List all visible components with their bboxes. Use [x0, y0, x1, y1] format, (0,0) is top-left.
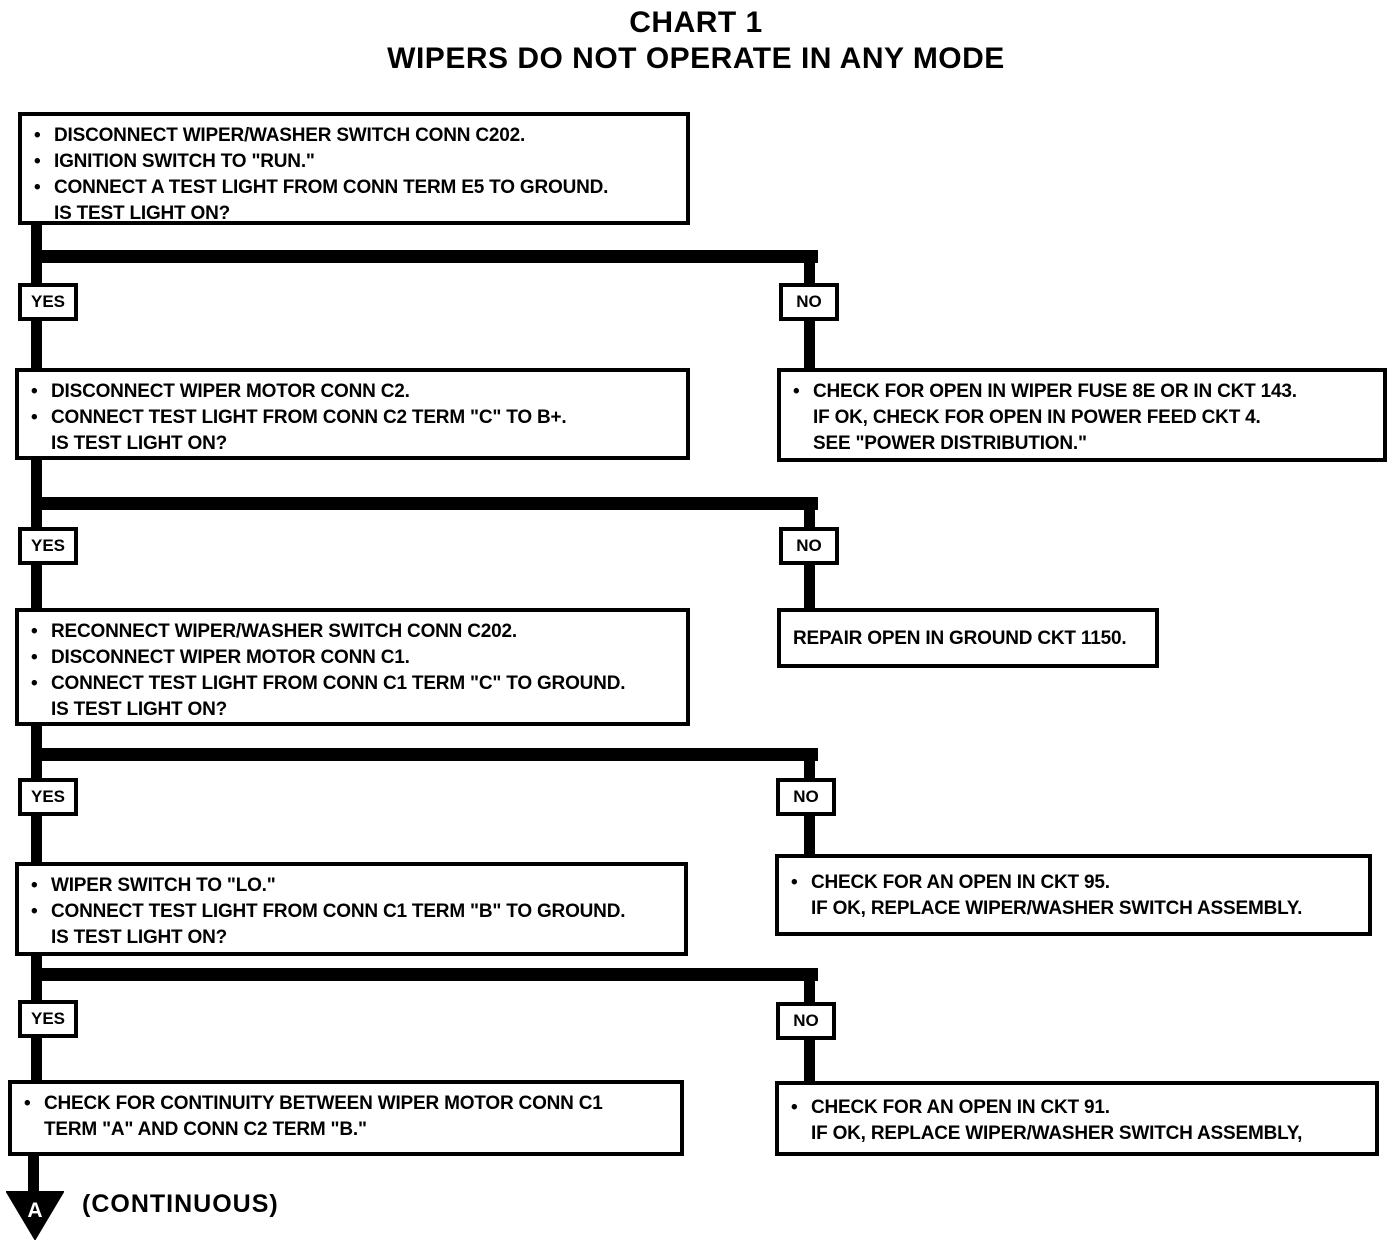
bullet-icon: •: [791, 1097, 798, 1118]
box-text-line: •IGNITION SWITCH TO "RUN.": [34, 149, 678, 175]
continuous-caption: (CONTINUOUS): [82, 1190, 279, 1218]
flow-line: [31, 224, 42, 263]
box-text-line: •CHECK FOR CONTINUITY BETWEEN WIPER MOTO…: [24, 1091, 672, 1117]
bullet-icon: •: [34, 177, 41, 198]
box-text-line: •DISCONNECT WIPER MOTOR CONN C2.: [31, 379, 678, 405]
flow-line: [804, 497, 815, 529]
flow-line: [804, 561, 815, 612]
box-text-line: IF OK, REPLACE WIPER/WASHER SWITCH ASSEM…: [811, 1123, 1303, 1144]
box-text-line: IS TEST LIGHT ON?: [51, 927, 228, 948]
box-text-line: •CHECK FOR AN OPEN IN CKT 95.: [791, 870, 1360, 896]
flow-line: [31, 720, 42, 761]
no-label-4: NO: [776, 1002, 836, 1040]
svg-text:A: A: [27, 1199, 42, 1222]
yes-label-4: YES: [18, 1000, 78, 1038]
bullet-icon: •: [24, 1093, 31, 1114]
box-text-line: •CONNECT TEST LIGHT FROM CONN C2 TERM "C…: [31, 405, 678, 431]
result-box-ckt91: •CHECK FOR AN OPEN IN CKT 91. IF OK, REP…: [775, 1081, 1379, 1156]
continuation-arrow-icon: A: [6, 1190, 64, 1240]
page-title-line2: WIPERS DO NOT OPERATE IN ANY MODE: [387, 42, 1005, 75]
no-label-1: NO: [779, 283, 839, 321]
decision-box-5: •CHECK FOR CONTINUITY BETWEEN WIPER MOTO…: [8, 1080, 684, 1156]
yes-label-3: YES: [18, 778, 78, 816]
bullet-icon: •: [34, 125, 41, 146]
box-text-line: •DISCONNECT WIPER/WASHER SWITCH CONN C20…: [34, 123, 678, 149]
box-text-line: SEE "POWER DISTRIBUTION.": [813, 433, 1087, 454]
flow-line: [31, 561, 42, 612]
flow-line: [31, 456, 42, 510]
result-box-fuse: •CHECK FOR OPEN IN WIPER FUSE 8E OR IN C…: [777, 368, 1387, 462]
yes-label-1: YES: [18, 283, 78, 321]
flow-line: [804, 748, 815, 780]
bullet-icon: •: [791, 872, 798, 893]
decision-box-3: •RECONNECT WIPER/WASHER SWITCH CONN C202…: [15, 608, 690, 726]
box-text-line: TERM "A" AND CONN C2 TERM "B.": [44, 1119, 367, 1140]
flow-line: [31, 952, 42, 981]
flow-line: [28, 1148, 39, 1196]
bullet-icon: •: [34, 151, 41, 172]
flow-line: [31, 250, 42, 285]
box-text-line: •CHECK FOR OPEN IN WIPER FUSE 8E OR IN C…: [793, 379, 1375, 405]
box-text-line: •WIPER SWITCH TO "LO.": [31, 873, 676, 899]
box-text-line: •CONNECT TEST LIGHT FROM CONN C1 TERM "C…: [31, 671, 678, 697]
box-text-line: •RECONNECT WIPER/WASHER SWITCH CONN C202…: [31, 619, 678, 645]
bullet-icon: •: [793, 381, 800, 402]
yes-label-2: YES: [18, 527, 78, 565]
decision-box-4: •WIPER SWITCH TO "LO." •CONNECT TEST LIG…: [15, 862, 688, 956]
flow-line: [31, 1034, 42, 1084]
box-text-line: •CONNECT TEST LIGHT FROM CONN C1 TERM "B…: [31, 899, 676, 925]
branch-bar: [31, 748, 818, 761]
decision-box-2: •DISCONNECT WIPER MOTOR CONN C2. •CONNEC…: [15, 368, 690, 460]
box-text-line: IS TEST LIGHT ON?: [51, 699, 228, 720]
flow-line: [31, 812, 42, 866]
box-text-line: REPAIR OPEN IN GROUND CKT 1150.: [793, 628, 1127, 649]
result-box-ground: REPAIR OPEN IN GROUND CKT 1150.: [777, 608, 1159, 668]
branch-bar: [31, 497, 818, 510]
bullet-icon: •: [31, 407, 38, 428]
box-text-line: •DISCONNECT WIPER MOTOR CONN C1.: [31, 645, 678, 671]
flow-line: [804, 812, 815, 858]
no-label-3: NO: [776, 778, 836, 816]
bullet-icon: •: [31, 621, 38, 642]
flow-line: [804, 1036, 815, 1085]
box-text-line: •CHECK FOR AN OPEN IN CKT 91.: [791, 1095, 1367, 1121]
branch-bar: [31, 968, 818, 981]
bullet-icon: •: [31, 673, 38, 694]
bullet-icon: •: [31, 647, 38, 668]
branch-bar: [31, 250, 818, 263]
result-box-ckt95: •CHECK FOR AN OPEN IN CKT 95. IF OK, REP…: [775, 854, 1372, 936]
bullet-icon: •: [31, 875, 38, 896]
box-text-line: IF OK, REPLACE WIPER/WASHER SWITCH ASSEM…: [811, 898, 1303, 919]
flow-line: [31, 748, 42, 780]
no-label-2: NO: [779, 527, 839, 565]
decision-box-1: •DISCONNECT WIPER/WASHER SWITCH CONN C20…: [18, 112, 690, 225]
box-text-line: IS TEST LIGHT ON?: [51, 433, 228, 454]
box-text-line: •CONNECT A TEST LIGHT FROM CONN TERM E5 …: [34, 175, 678, 201]
box-text-line: IF OK, CHECK FOR OPEN IN POWER FEED CKT …: [813, 407, 1261, 428]
page-title-line1: CHART 1: [629, 6, 763, 39]
flow-line: [804, 968, 815, 1004]
flow-line: [804, 250, 815, 285]
bullet-icon: •: [31, 381, 38, 402]
flow-line: [31, 497, 42, 529]
flow-line: [31, 968, 42, 1002]
flow-line: [31, 317, 42, 372]
flow-line: [804, 317, 815, 372]
box-text-line: IS TEST LIGHT ON?: [54, 203, 231, 224]
bullet-icon: •: [31, 901, 38, 922]
